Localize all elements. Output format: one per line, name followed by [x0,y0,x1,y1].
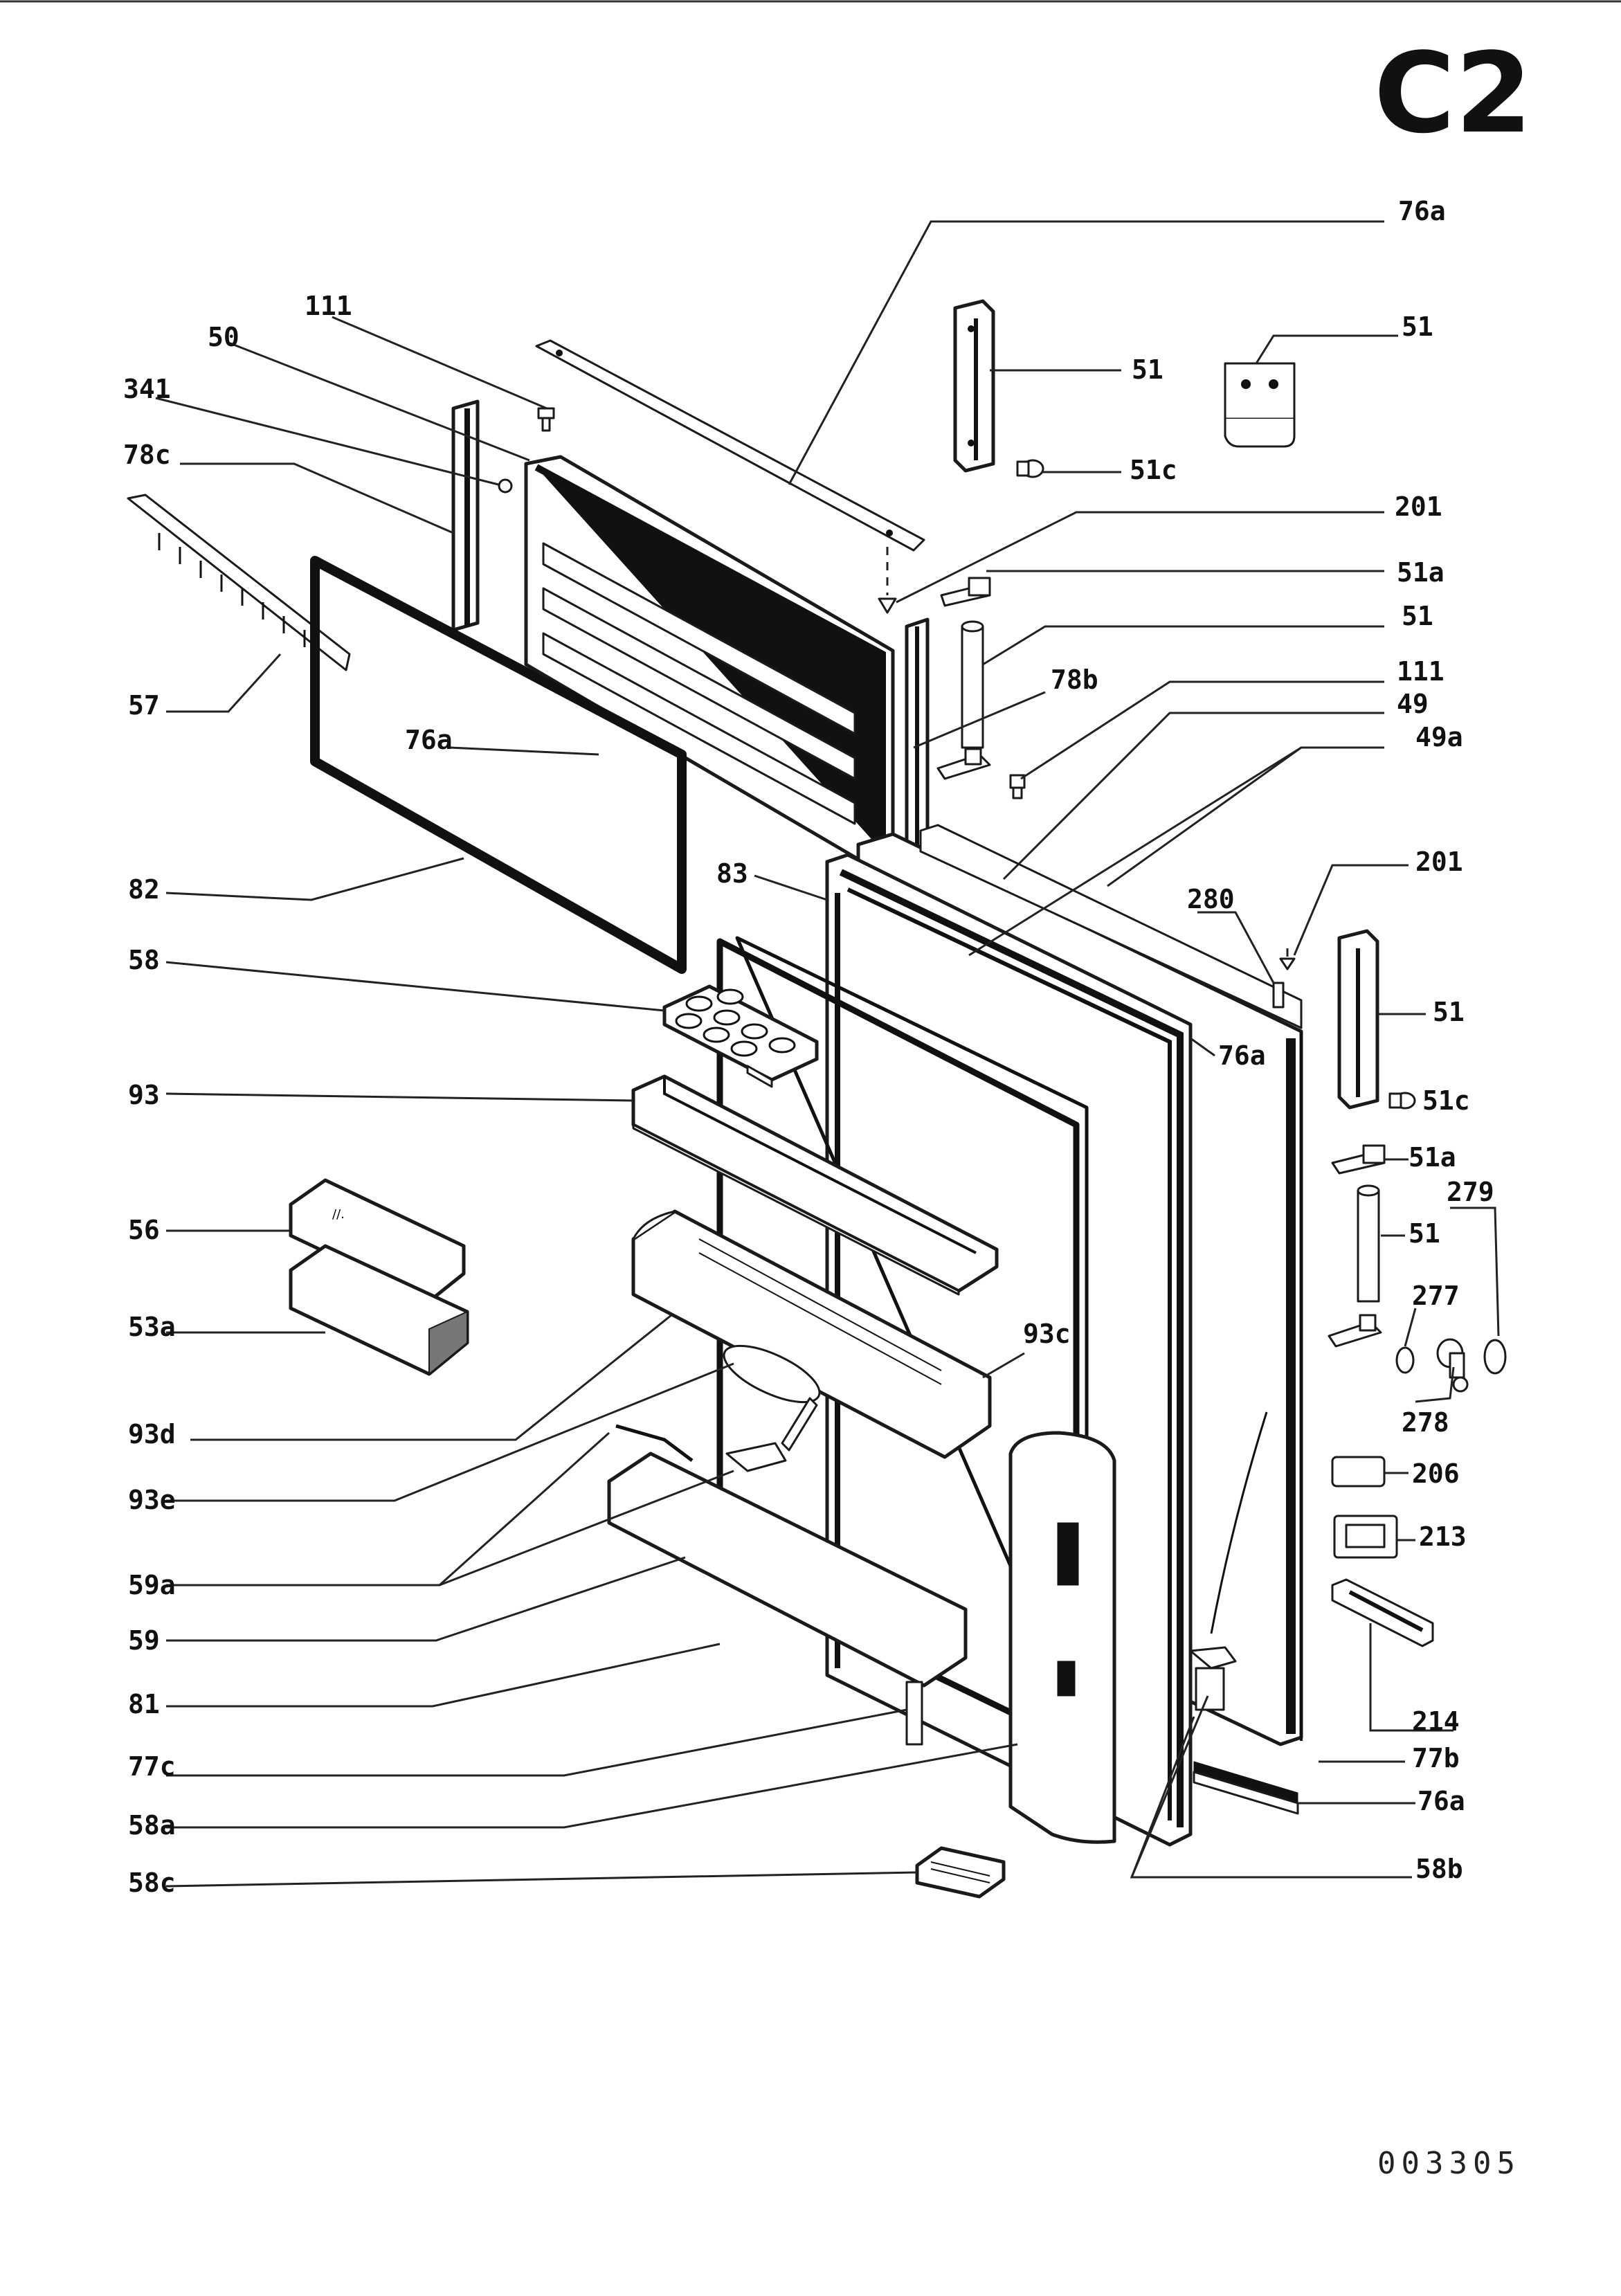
vertical-trim-341 [451,399,480,632]
bushing-51c [1016,459,1044,478]
freezer-door-panel [524,455,895,867]
callout-58b: 58b [1415,1854,1463,1884]
leader-lines [155,220,1500,1888]
screw-111 [537,407,555,432]
callout-341: 341 [123,374,171,404]
badge-206 [1331,1456,1386,1488]
callout-201: 201 [1395,491,1442,522]
callout-76a: 76a [1418,1786,1465,1816]
hinge-arm-51a [940,577,991,607]
callout-76a: 76a [1398,196,1446,226]
callout-51: 51 [1402,311,1433,342]
callout-78b: 78b [1051,665,1098,695]
lock-cylinder-278 [1436,1338,1469,1393]
label-strip-57 [127,494,351,671]
callout-51c: 51c [1422,1085,1470,1116]
trim-77c [905,1681,923,1746]
callout-51a: 51a [1409,1142,1456,1173]
callout-53a: 53a [128,1312,176,1342]
callout-93c: 93c [1023,1319,1071,1349]
housing-58a [1008,1431,1116,1844]
callout-49a: 49a [1415,722,1463,752]
divider-59a [725,1397,818,1472]
butter-lid-56: //. [289,1178,466,1303]
callout-77b: 77b [1412,1743,1460,1773]
callout-93: 93 [128,1080,160,1110]
thermostat-58b [1189,1411,1268,1711]
callout-58a: 58a [128,1810,176,1841]
callout-277: 277 [1412,1281,1460,1311]
callout-58: 58 [128,945,160,975]
callout-93e: 93e [128,1485,176,1515]
callout-213: 213 [1419,1521,1467,1552]
callout-49: 49 [1397,689,1429,719]
top-trim-strip [535,339,925,552]
hinge-plate-51 [1224,362,1296,448]
callout-51: 51 [1132,354,1163,385]
callout-78c: 78c [123,440,171,470]
callout-51a: 51a [1397,557,1445,588]
pin-280 [1272,948,1296,1009]
callout-51: 51 [1409,1218,1440,1249]
bottle-shelf-59 [607,1424,968,1688]
svg-text://.: //. [332,1207,345,1222]
callout-57: 57 [128,690,160,721]
callout-111: 111 [1397,656,1445,687]
document-number: 003305 [1377,2146,1521,2181]
callout-111: 111 [305,291,352,321]
hinge-pin-51-right [1328,1184,1382,1348]
callout-77c: 77c [128,1751,176,1782]
callout-83: 83 [716,858,748,889]
callout-206: 206 [1412,1458,1460,1489]
callout-59a: 59a [128,1570,176,1600]
switch-213 [1333,1515,1398,1559]
butter-box-53a [289,1244,469,1376]
lock-cap-279 [1483,1339,1507,1375]
callout-76a: 76a [1218,1040,1266,1071]
callout-279: 279 [1447,1177,1494,1207]
callout-280: 280 [1187,884,1235,914]
sheet-label: C2 [1374,28,1532,158]
callout-76a: 76a [405,725,453,755]
egg-tray-58 [662,984,819,1088]
top-hinge-51 [953,299,995,473]
callout-51c: 51c [1130,455,1177,485]
callout-51: 51 [1402,601,1433,631]
callout-214: 214 [1412,1706,1460,1737]
right-hinge-51 [1337,929,1379,1110]
callout-50: 50 [208,322,239,352]
callout-93d: 93d [128,1419,176,1449]
callout-58c: 58c [128,1868,176,1898]
vent-58c [915,1846,1006,1899]
callout-59: 59 [128,1625,160,1656]
screw-201 [878,547,897,614]
screw-78c [498,478,513,494]
handle-214 [1331,1578,1434,1647]
hinge-pin-51 [936,620,991,780]
freezer-gasket-82 [310,556,687,974]
hinge-arm-51a-right [1331,1144,1386,1175]
callout-51: 51 [1433,997,1465,1027]
callout-278: 278 [1402,1407,1449,1438]
callout-56: 56 [128,1215,160,1245]
vertical-trim-78b [905,617,930,860]
bottle-holder-93e [723,1344,821,1404]
lock-washer-277 [1395,1346,1415,1374]
door-shelf-93c [631,1209,992,1459]
callout-82: 82 [128,874,160,905]
callout-labels: 76a 51 51 111 50 341 78c 51c 201 51a 51 … [123,196,1494,1898]
bottom-trim-strip [1193,1761,1299,1815]
bushing-51c-right [1388,1092,1416,1110]
callout-201: 201 [1415,847,1463,877]
door-shelf-93 [631,1074,999,1296]
callout-81: 81 [128,1689,160,1719]
